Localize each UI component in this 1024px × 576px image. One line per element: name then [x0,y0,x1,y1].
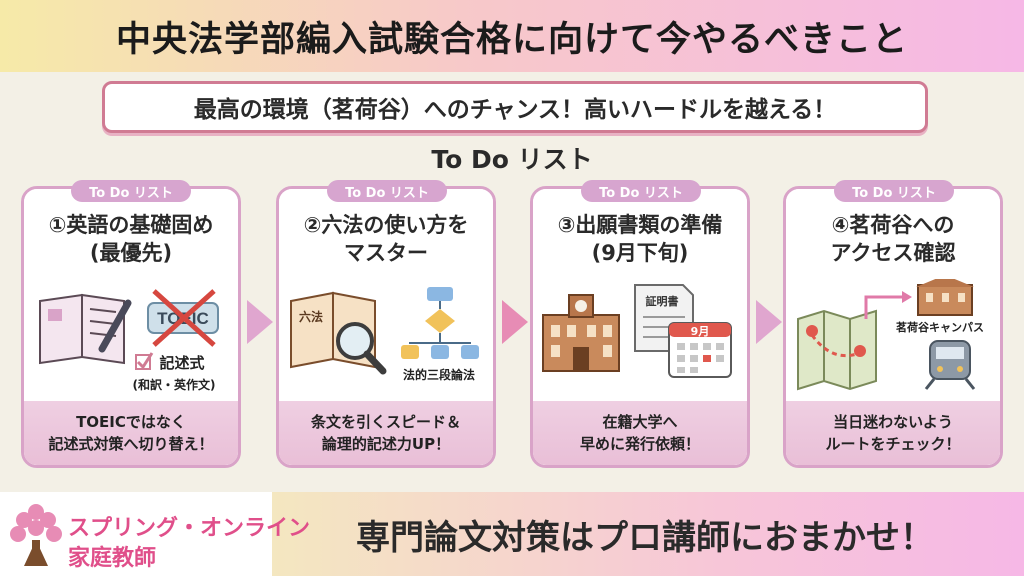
todo-card-access: ④茗荷谷への アクセス確認 茗荷谷キャンパス 当日迷わないよう [783,186,1003,468]
card-title-line2: (最優先) [89,241,173,265]
roppo-illustration: 六法 法的三段論法 [290,287,479,382]
card-title: ③出願書類の準備 (9月下旬) [533,211,747,267]
card-tag-3: To Do リスト [581,180,701,202]
subtitle-text: 最高の環境（茗荷谷）へのチャンス！高いハードルを越える！ [193,97,837,123]
pen-icon [98,299,132,353]
card-title: ②六法の使い方を マスター [279,211,493,267]
documents-illustration: 証明書 9月 [542,284,732,378]
tree-logo-icon [10,504,62,566]
access-illustration: 茗荷谷キャンパス [797,279,984,391]
card-title-line2: マスター [344,241,428,265]
card-description: 当日迷わないよう ルートをチェック！ [786,411,1000,455]
brand-subname: 家庭教師 [68,546,157,571]
flow-label: 法的三段論法 [403,367,475,382]
subtitle-box: 最高の環境（茗荷谷）へのチャンス！高いハードルを越える！ [102,81,928,133]
card-lower [24,401,238,465]
card-lower [279,401,493,465]
footer-banner: 専門論文対策はプロ講師におまかせ！ [0,492,1024,576]
arrow-right-icon [502,300,528,344]
todo-card-documents: ③出願書類の準備 (9月下旬) 証明書 9月 在籍大学へ [530,186,750,468]
arrow-right-icon [247,300,273,344]
checkbox-icon [135,352,154,370]
card-upper [279,189,493,401]
calendar-month: 9月 [691,325,710,338]
desc-line2: 論理的記述力UP！ [321,435,451,453]
calendar-icon: 9月 [668,322,732,378]
card-title-line2: アクセス確認 [830,241,956,265]
arrow-right-icon [756,300,782,344]
desc-line2: ルートをチェック！ [825,435,961,453]
card-description: TOEICではなく 記述式対策へ切り替え！ [24,411,238,455]
open-book-icon [39,293,125,365]
certificate-label: 証明書 [646,294,679,308]
promo-text: 専門論文対策はプロ講師におまかせ！ [356,517,934,558]
desc-line1: 条文を引くスピード＆ [310,413,461,431]
route-arrow-icon [864,291,912,319]
card-lower [533,401,747,465]
brand-name: スプリング・オンライン [68,516,311,541]
card-tag-1: To Do リスト [71,180,191,202]
card-upper [24,189,238,401]
desc-line1: 在籍大学へ [602,413,678,431]
card-tag-4: To Do リスト [834,180,954,202]
page-title: 中央法学部編入試験合格に向けて今やるべきこと [115,19,908,60]
desc-line1: TOEICではなく [76,413,186,431]
card-title-line1: ③出願書類の準備 [557,213,723,237]
train-icon [924,340,976,390]
todo-card-english: ①英語の基礎固め (最優先) TOEIC 記述式 (和訳・英作文) TOEICで… [21,186,241,468]
card-title-line1: ②六法の使い方を [303,213,469,237]
desc-line1: 当日迷わないよう [833,413,953,431]
card-tag-2: To Do リスト [327,180,447,202]
campus-building-icon [916,279,974,316]
card-description: 条文を引くスピード＆ 論理的記述力UP！ [279,411,493,455]
todo-card-roppo: ②六法の使い方を マスター 六法 法的三段論法 条文を引くスピード＆ 論理的記述… [276,186,496,468]
english-illustration: TOEIC 記述式 (和訳・英作文) [39,289,219,392]
card-title: ④茗荷谷への アクセス確認 [786,211,1000,267]
desc-line2: 早めに発行依頼！ [579,435,700,453]
desc-line2: 記述式対策へ切り替え！ [48,435,214,453]
footer-promo-band [272,492,1024,576]
card-title-line1: ④茗荷谷への [831,213,955,237]
magnifier-icon [336,322,387,375]
card-title-line1: ①英語の基礎固め [48,213,214,237]
book-label: 六法 [299,309,323,324]
card-title-line2: (9月下旬) [591,241,689,265]
card-lower [786,401,1000,465]
check-sub-label: (和訳・英作文) [133,377,216,392]
flowchart-icon [401,287,479,359]
header-banner [0,0,1024,72]
card-title: ①英語の基礎固め (最優先) [24,211,238,267]
university-building-icon [542,294,620,372]
todo-heading: To Do リスト [431,145,593,174]
campus-label: 茗荷谷キャンパス [896,320,984,334]
card-description: 在籍大学へ 早めに発行依頼！ [533,411,747,455]
map-icon [797,309,877,391]
check-label: 記述式 [159,354,204,372]
toeic-crossed-icon: TOEIC [147,289,219,347]
